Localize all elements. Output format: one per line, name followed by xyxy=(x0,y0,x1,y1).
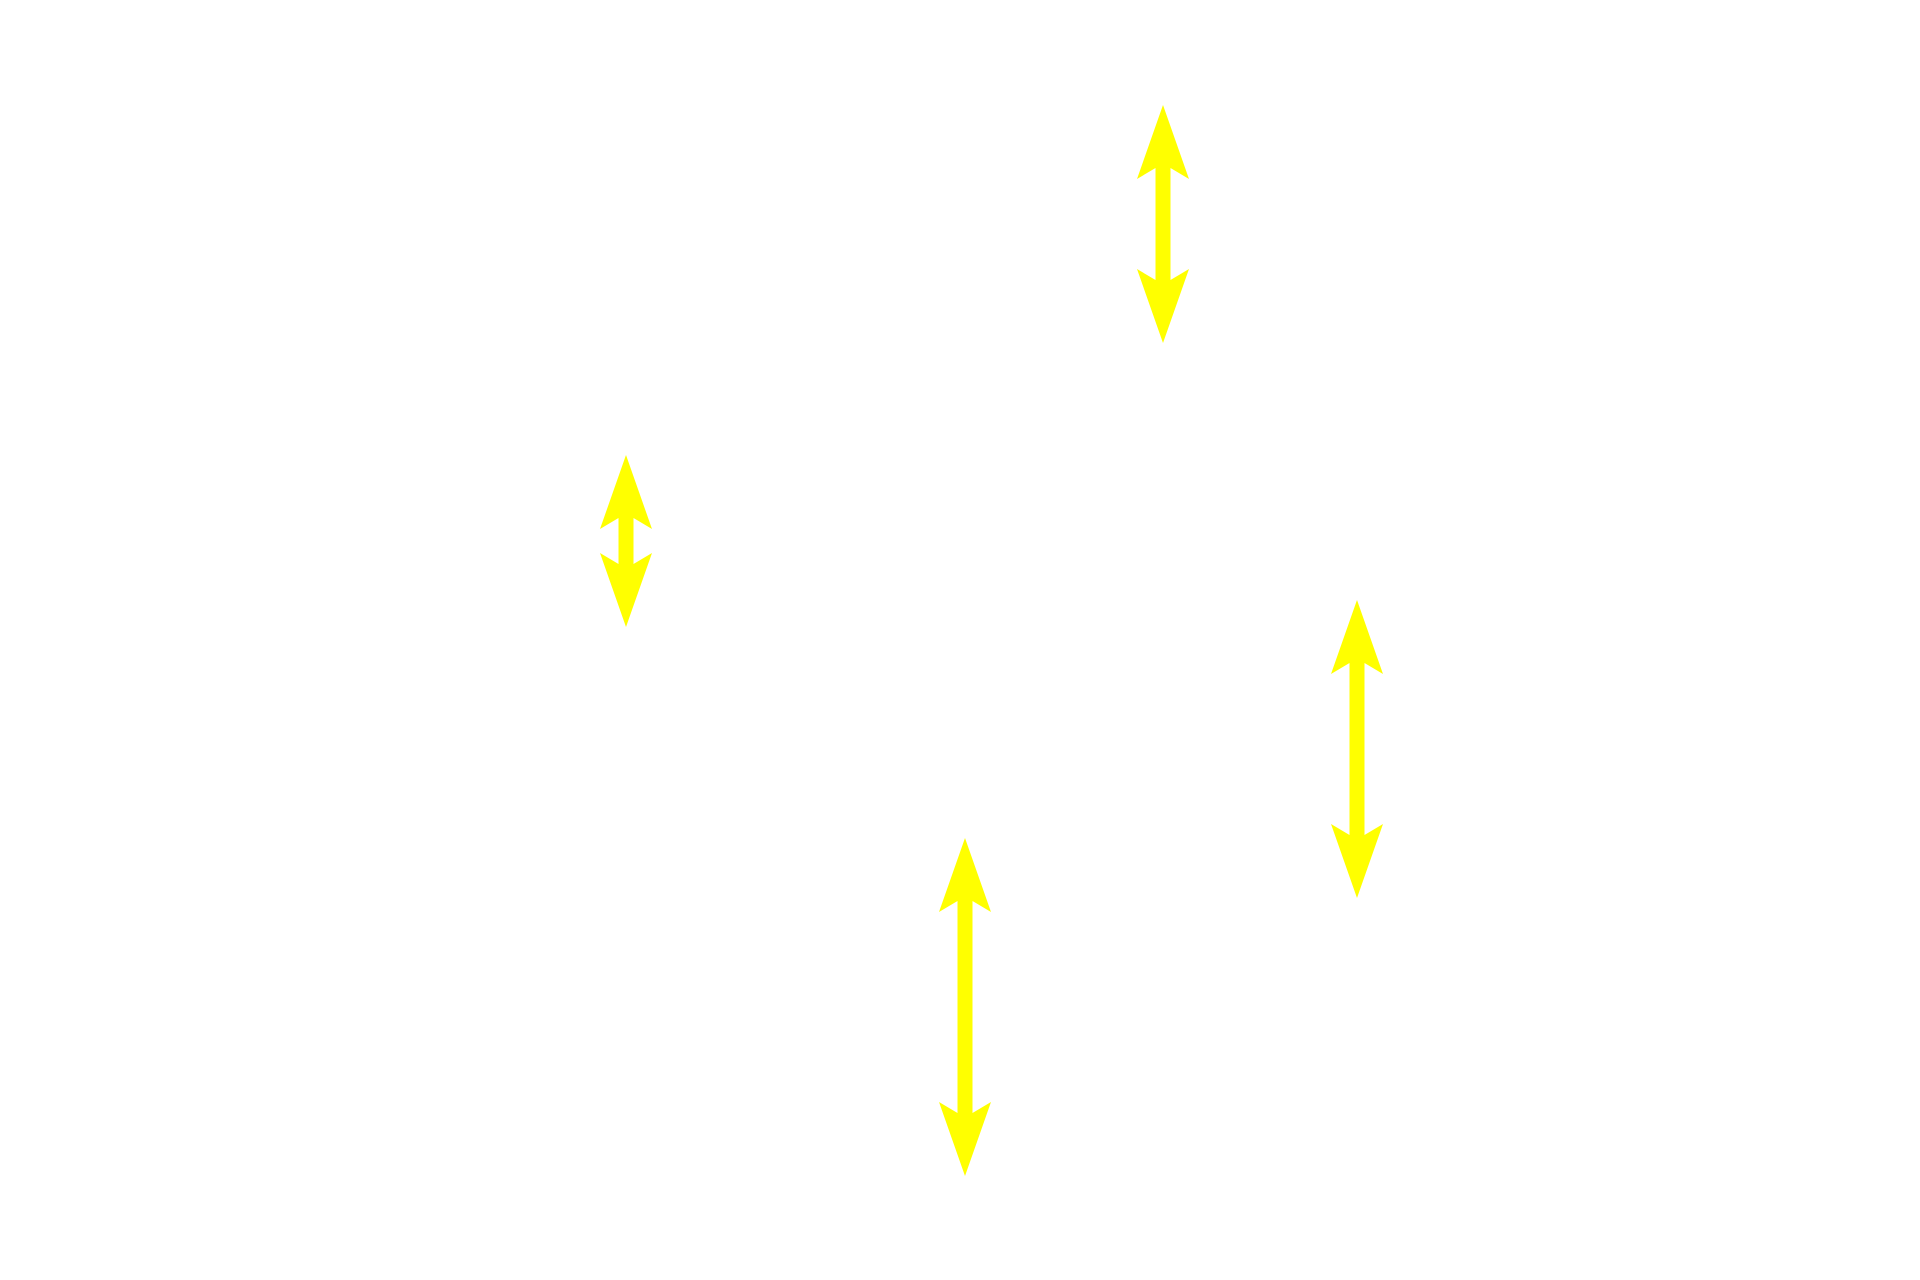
double-arrow-bottom-icon xyxy=(939,838,991,1176)
double-arrow-right-icon xyxy=(1331,600,1383,898)
double-arrow-top-icon xyxy=(1137,105,1189,343)
double-arrow-left-icon xyxy=(600,455,652,627)
